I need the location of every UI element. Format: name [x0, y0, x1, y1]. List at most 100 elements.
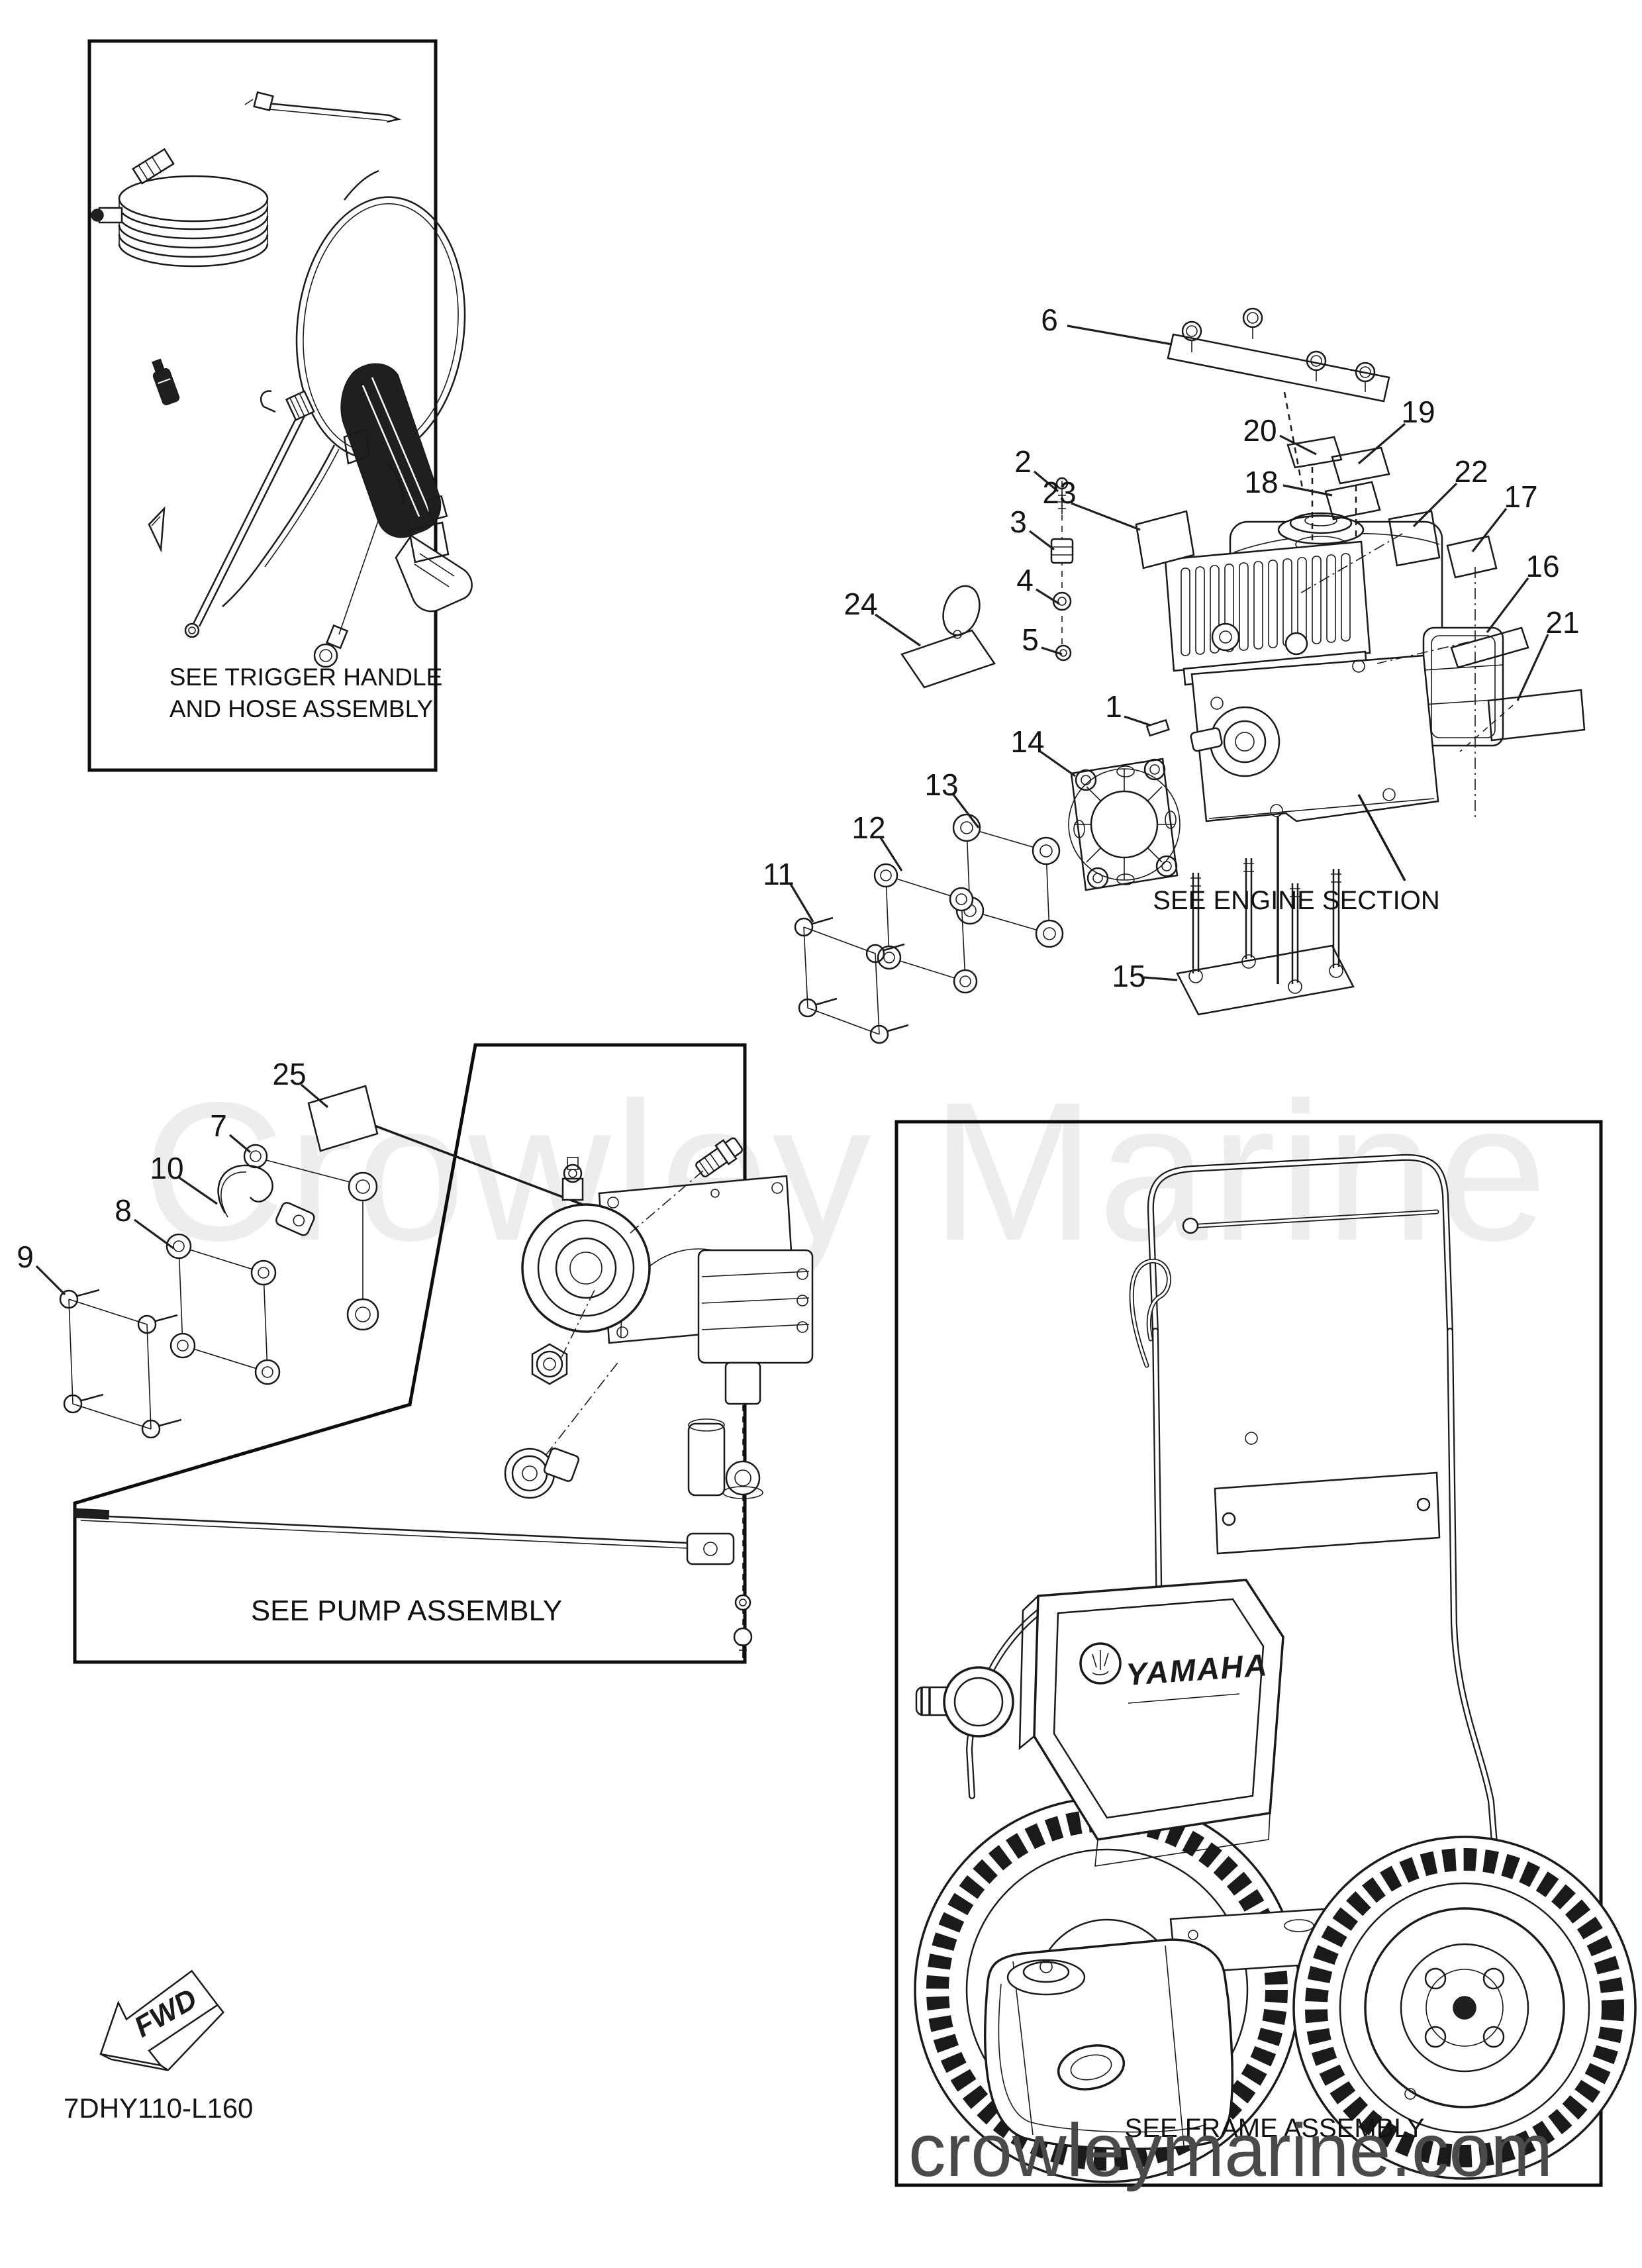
leader-line-7 [228, 1134, 252, 1154]
trigger-section-label-line1: SEE TRIGGER HANDLE [169, 664, 443, 691]
part-callout-15: 15 [1112, 959, 1146, 993]
gasket-drawing [1068, 758, 1181, 891]
leader-line-14 [1039, 750, 1076, 777]
part-callout-12: 12 [851, 811, 886, 845]
hang-tag-drawing [900, 585, 996, 689]
part-callout-18: 18 [1244, 465, 1279, 499]
site-watermark: crowleymarine.com [908, 2108, 1553, 2192]
leader-line-16 [1486, 577, 1529, 633]
leader-line-24 [875, 613, 921, 647]
trigger-hose-box [87, 39, 473, 772]
label-tag-25 [307, 1085, 379, 1152]
frame-box-border [894, 1120, 1603, 2187]
yamaha-tuning-fork-icon [1079, 1642, 1122, 1685]
part-callout-8: 8 [115, 1193, 132, 1228]
cable-tie-drawing [244, 91, 402, 123]
bolt-bar-drawing [1167, 307, 1390, 492]
part-callout-24: 24 [844, 587, 878, 621]
washer-set-13 [952, 813, 1064, 948]
part-callout-9: 9 [17, 1240, 34, 1274]
part-callout-4: 4 [1016, 563, 1034, 597]
part-callout-7: 7 [210, 1109, 227, 1143]
frame-handle [1129, 1154, 1453, 1368]
leader-line-13 [952, 794, 980, 828]
quick-coupler [504, 1448, 580, 1499]
leader-line-2 [1033, 470, 1059, 493]
frame-box: YAMAHA [894, 1120, 1637, 2187]
part-callout-17: 17 [1504, 479, 1538, 514]
shim-plates [1286, 436, 1586, 742]
coiled-hose-drawing [91, 148, 269, 268]
leader-line-19 [1357, 422, 1406, 465]
diagram-code: 7DHY110-L160 [64, 2093, 254, 2124]
hose-reel-knob [915, 1666, 1014, 1738]
leader-line-10 [178, 1176, 218, 1205]
leader-line-15 [1143, 976, 1178, 981]
part-callout-5: 5 [1022, 622, 1039, 657]
part-callout-19: 19 [1401, 395, 1435, 429]
part-callout-3: 3 [1010, 505, 1027, 539]
leader-line-18 [1282, 484, 1333, 497]
hex-bolts [1181, 307, 1376, 392]
leader-line-12 [879, 837, 903, 871]
leader-line-6 [1067, 324, 1173, 346]
nozzle-drawing [152, 358, 180, 405]
crankcase-drawing [1190, 654, 1439, 984]
leader-line-21 [1516, 634, 1549, 701]
nipple-fitting [695, 1137, 744, 1178]
part-callout-13: 13 [924, 767, 959, 802]
leader-line-1 [1124, 715, 1151, 726]
leader-line-3 [1029, 530, 1055, 551]
cross-plate [1214, 1471, 1441, 1555]
part-callout-16: 16 [1525, 549, 1560, 583]
hook-part-10 [217, 1164, 315, 1236]
part-callout-21: 21 [1545, 605, 1580, 640]
bolt-set-11 [794, 916, 909, 1044]
part-callout-20: 20 [1243, 413, 1277, 448]
frame-section-label: SEE FRAME ASSEMBLY [1124, 2114, 1425, 2143]
right-wheel [1292, 1836, 1637, 2180]
leader-line-25 [300, 1083, 329, 1109]
pump-section-label: SEE PUMP ASSEMBLY [250, 1595, 563, 1627]
watermark-text: Crowley Marine [142, 1061, 1550, 1282]
pump-enclosure [59, 1043, 814, 1664]
part-callout-1: 1 [1105, 689, 1122, 724]
hex-plug [531, 1343, 568, 1385]
washer-set-8 [166, 1233, 281, 1385]
part-callout-10: 10 [150, 1151, 184, 1185]
part-callout-23: 23 [1042, 475, 1077, 510]
frame-basket [983, 1938, 1234, 2150]
pump-drawing [504, 1137, 814, 1658]
engine-section-label: SEE ENGINE SECTION [1153, 886, 1440, 915]
leader-line-4 [1036, 588, 1060, 605]
stud-set-15 [1176, 858, 1355, 1016]
leader-line-17 [1471, 508, 1508, 552]
lance-drawing [184, 390, 315, 638]
fwd-arrow: FWD [99, 1969, 224, 2071]
leader-line-5 [1041, 646, 1063, 656]
yamaha-panel: YAMAHA [1018, 1579, 1284, 1867]
part-callout-25: 25 [272, 1057, 307, 1091]
part-callout-22: 22 [1454, 454, 1488, 489]
washer-set-12 [873, 863, 978, 994]
part-callout-2: 2 [1014, 444, 1032, 479]
bolt-set-9 [59, 1289, 182, 1439]
trigger-section-label-line2: AND HOSE ASSEMBLY [169, 695, 434, 722]
engine-cluster [794, 307, 1586, 1044]
leader-line-20 [1279, 434, 1317, 456]
key-part [1145, 718, 1170, 737]
leader-line-11 [789, 883, 814, 922]
callout-leader-lines [35, 324, 1549, 1296]
leader-line-9 [35, 1265, 66, 1296]
bushing [725, 1460, 761, 1496]
chemical-lance [73, 1508, 735, 1565]
plate-23 [1135, 510, 1195, 569]
part-callout-11: 11 [763, 857, 795, 891]
pump-box-border [73, 1043, 747, 1664]
wedge-part [148, 506, 166, 553]
part-callout-6: 6 [1041, 303, 1058, 337]
leader-line-8 [134, 1218, 174, 1250]
leader-line-22 [1412, 482, 1458, 528]
